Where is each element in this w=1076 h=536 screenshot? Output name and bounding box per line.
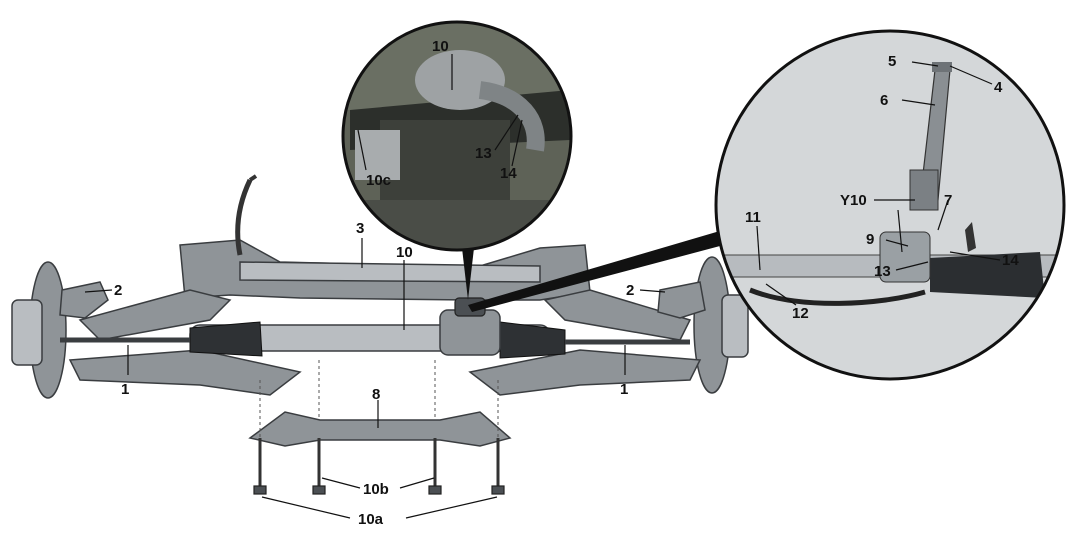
label-2-right: 2 bbox=[626, 282, 634, 299]
label-14-inset-right: 14 bbox=[1002, 252, 1019, 269]
label-5: 5 bbox=[888, 53, 896, 70]
label-2-left: 2 bbox=[114, 282, 122, 299]
label-3: 3 bbox=[356, 220, 364, 237]
bolts-10b bbox=[312, 438, 442, 495]
label-1-left: 1 bbox=[121, 381, 129, 398]
right-detail-inset bbox=[468, 29, 1066, 381]
label-12: 12 bbox=[792, 305, 809, 322]
leader-lines bbox=[84, 54, 1001, 519]
label-10-inset: 10 bbox=[432, 38, 449, 55]
label-7: 7 bbox=[944, 192, 952, 209]
label-11: 11 bbox=[745, 209, 761, 226]
label-9: 9 bbox=[866, 231, 874, 248]
label-1-right: 1 bbox=[620, 381, 628, 398]
label-10b: 10b bbox=[363, 481, 389, 498]
left-boot bbox=[189, 321, 263, 357]
label-13-inset-top: 13 bbox=[475, 145, 492, 162]
label-10c: 10c bbox=[366, 172, 391, 189]
label-4: 4 bbox=[994, 79, 1003, 96]
label-y10: Y10 bbox=[840, 192, 867, 209]
right-boot bbox=[499, 321, 566, 359]
callout-labels: 1 1 2 2 3 10 8 10b 10a 10 10c 13 14 5 4 … bbox=[114, 38, 1019, 528]
label-6: 6 bbox=[880, 92, 888, 109]
label-10-main: 10 bbox=[396, 244, 413, 261]
label-14-inset-top: 14 bbox=[500, 165, 517, 182]
reinforcement-plate bbox=[248, 411, 512, 447]
front-axle-assembly bbox=[11, 174, 749, 495]
label-10a: 10a bbox=[358, 511, 384, 528]
bolts-10a bbox=[253, 438, 505, 495]
label-8: 8 bbox=[372, 386, 380, 403]
label-13-inset-right: 13 bbox=[874, 263, 891, 280]
